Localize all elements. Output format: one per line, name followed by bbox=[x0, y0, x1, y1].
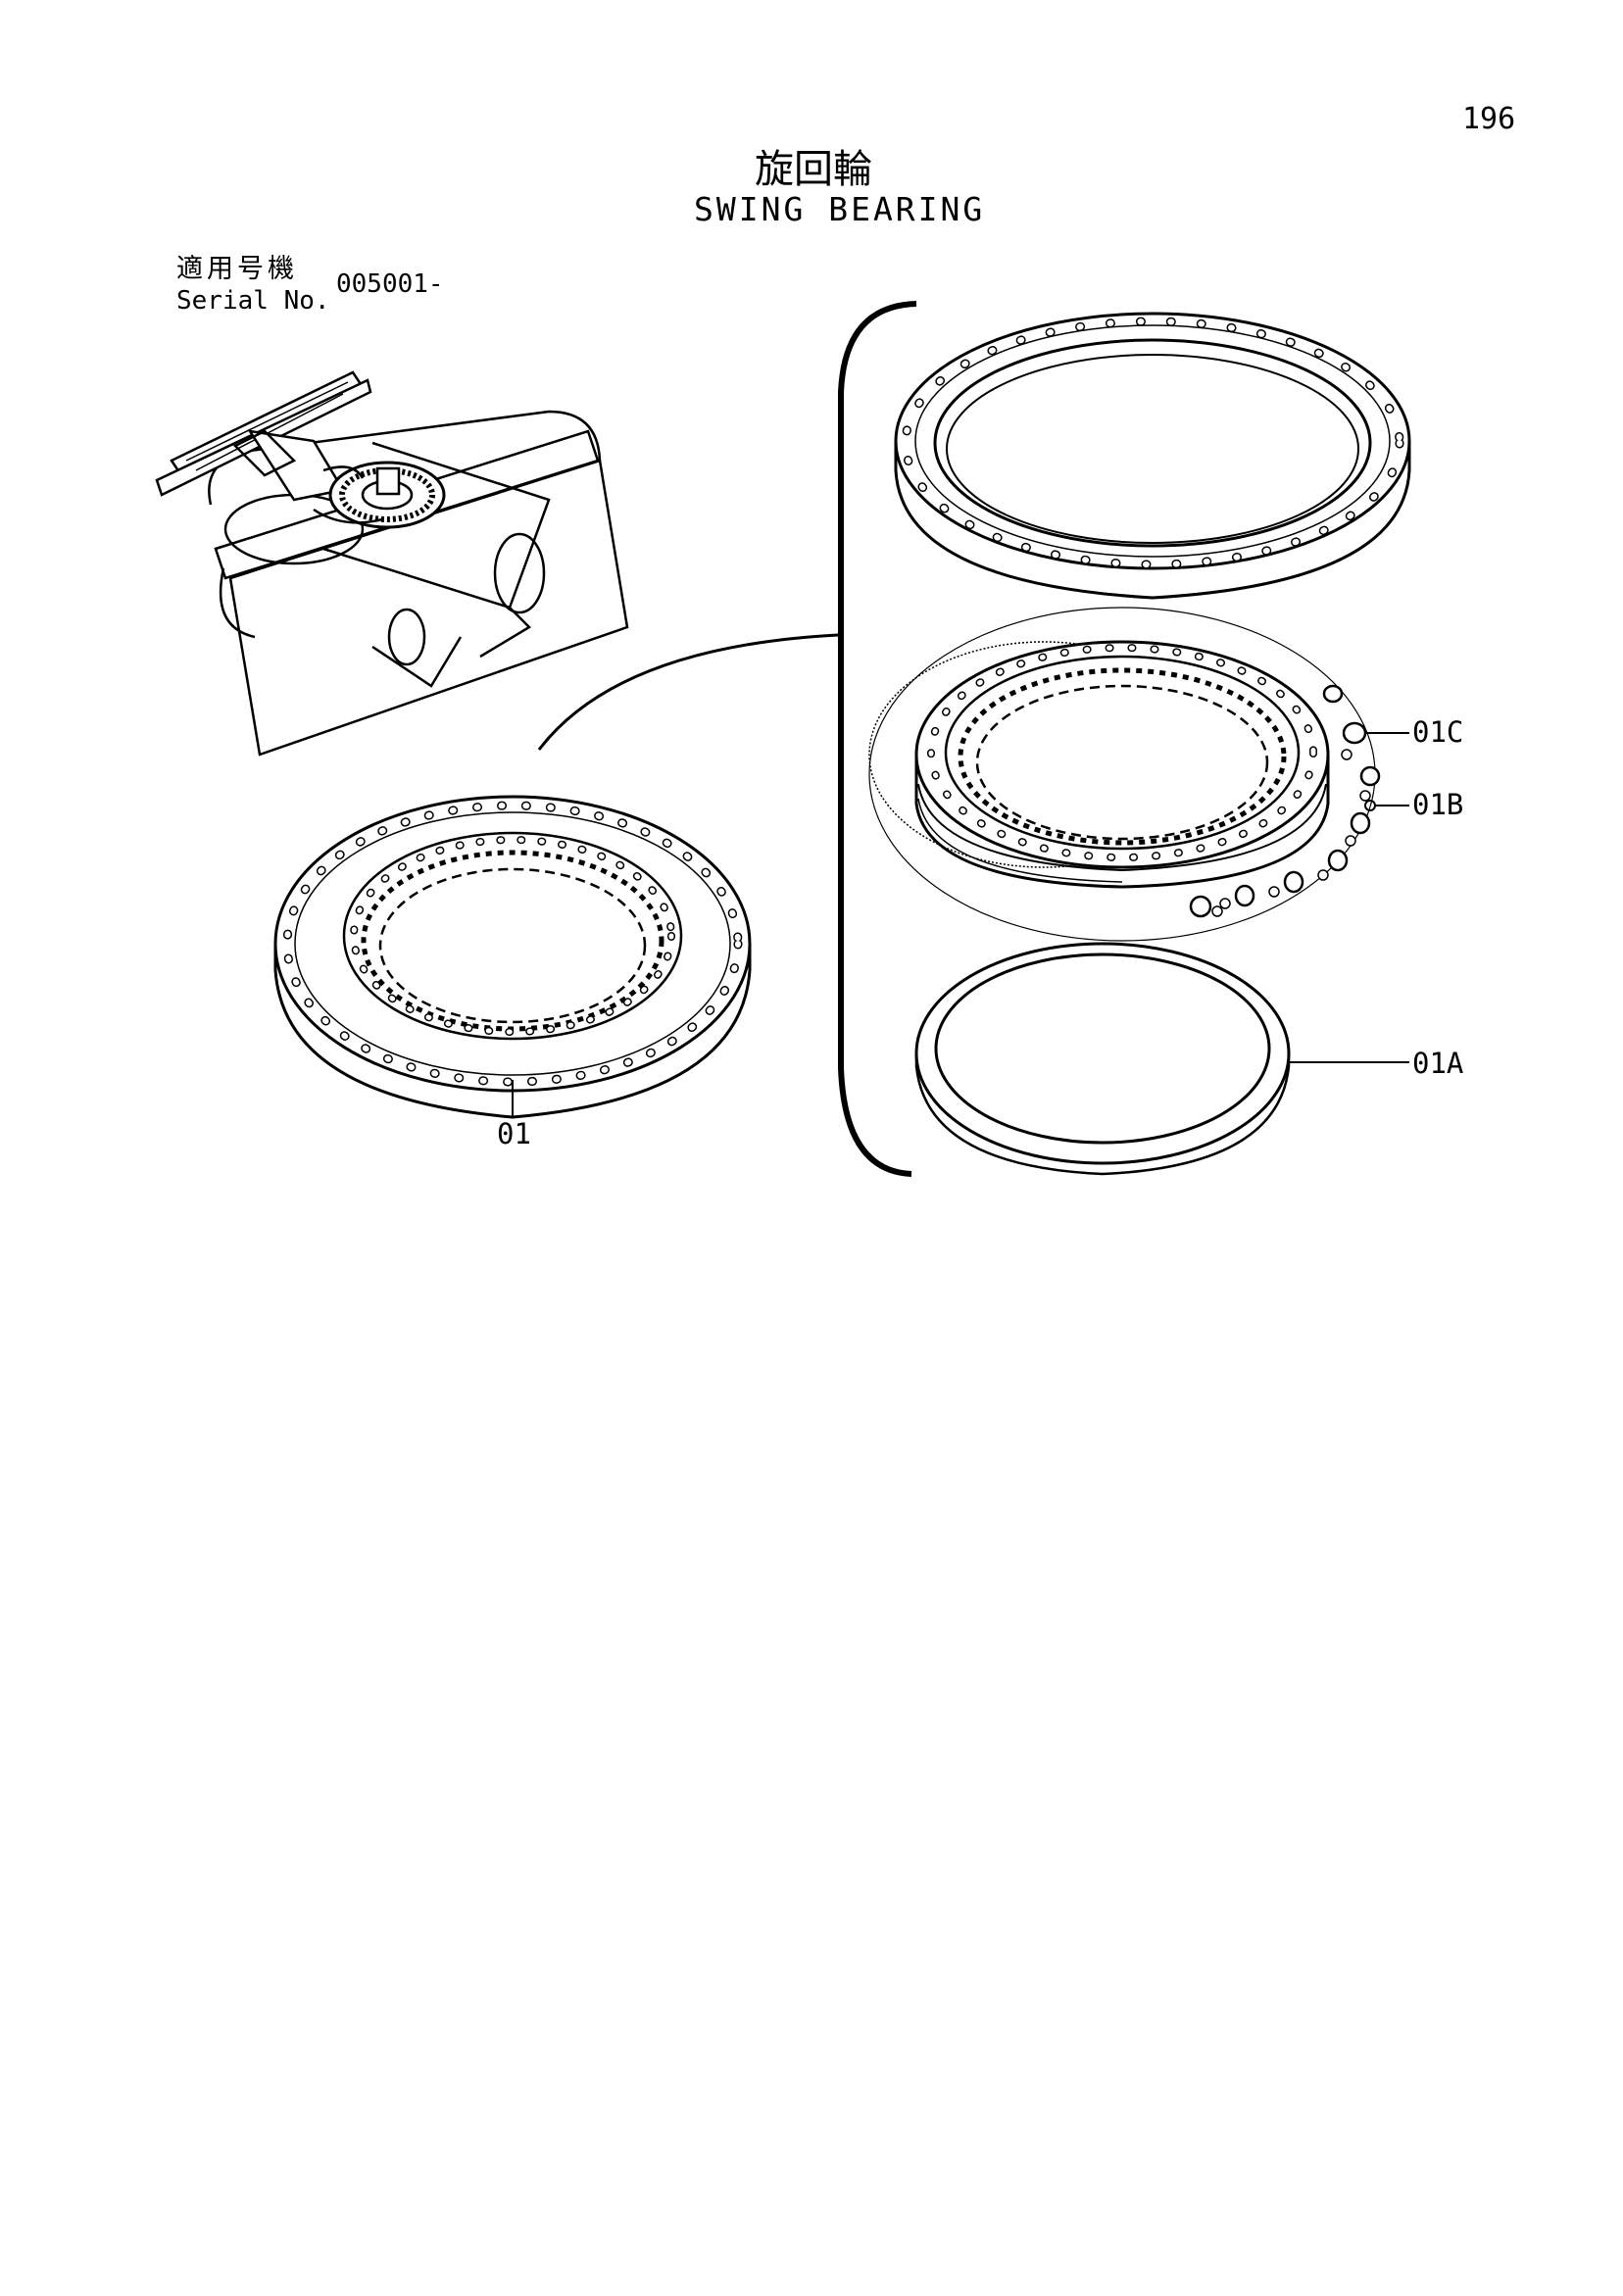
serial-value: 005001- bbox=[336, 269, 444, 299]
leader-lines bbox=[1290, 732, 1409, 1063]
seal-ring-01a bbox=[914, 942, 1291, 1176]
callout-01c: 01C bbox=[1412, 715, 1464, 749]
callout-01: 01 bbox=[497, 1117, 531, 1150]
serial-label-jp: 適用号機 bbox=[176, 254, 298, 284]
rollers bbox=[1189, 684, 1381, 918]
callout-01a: 01A bbox=[1412, 1047, 1464, 1080]
inner-gear-ring bbox=[868, 607, 1376, 942]
explode-bracket bbox=[537, 301, 917, 1177]
swing-bearing-01 bbox=[273, 795, 752, 1119]
excavator-thumbnail bbox=[155, 370, 629, 757]
page-title-en: SWING BEARING bbox=[694, 190, 986, 228]
serial-label-en: Serial No. bbox=[176, 286, 330, 316]
page-title-jp: 旋回輪 bbox=[755, 147, 872, 192]
page-number: 196 bbox=[1462, 102, 1516, 136]
outer-ring bbox=[894, 312, 1411, 600]
callout-01b: 01B bbox=[1412, 788, 1464, 821]
